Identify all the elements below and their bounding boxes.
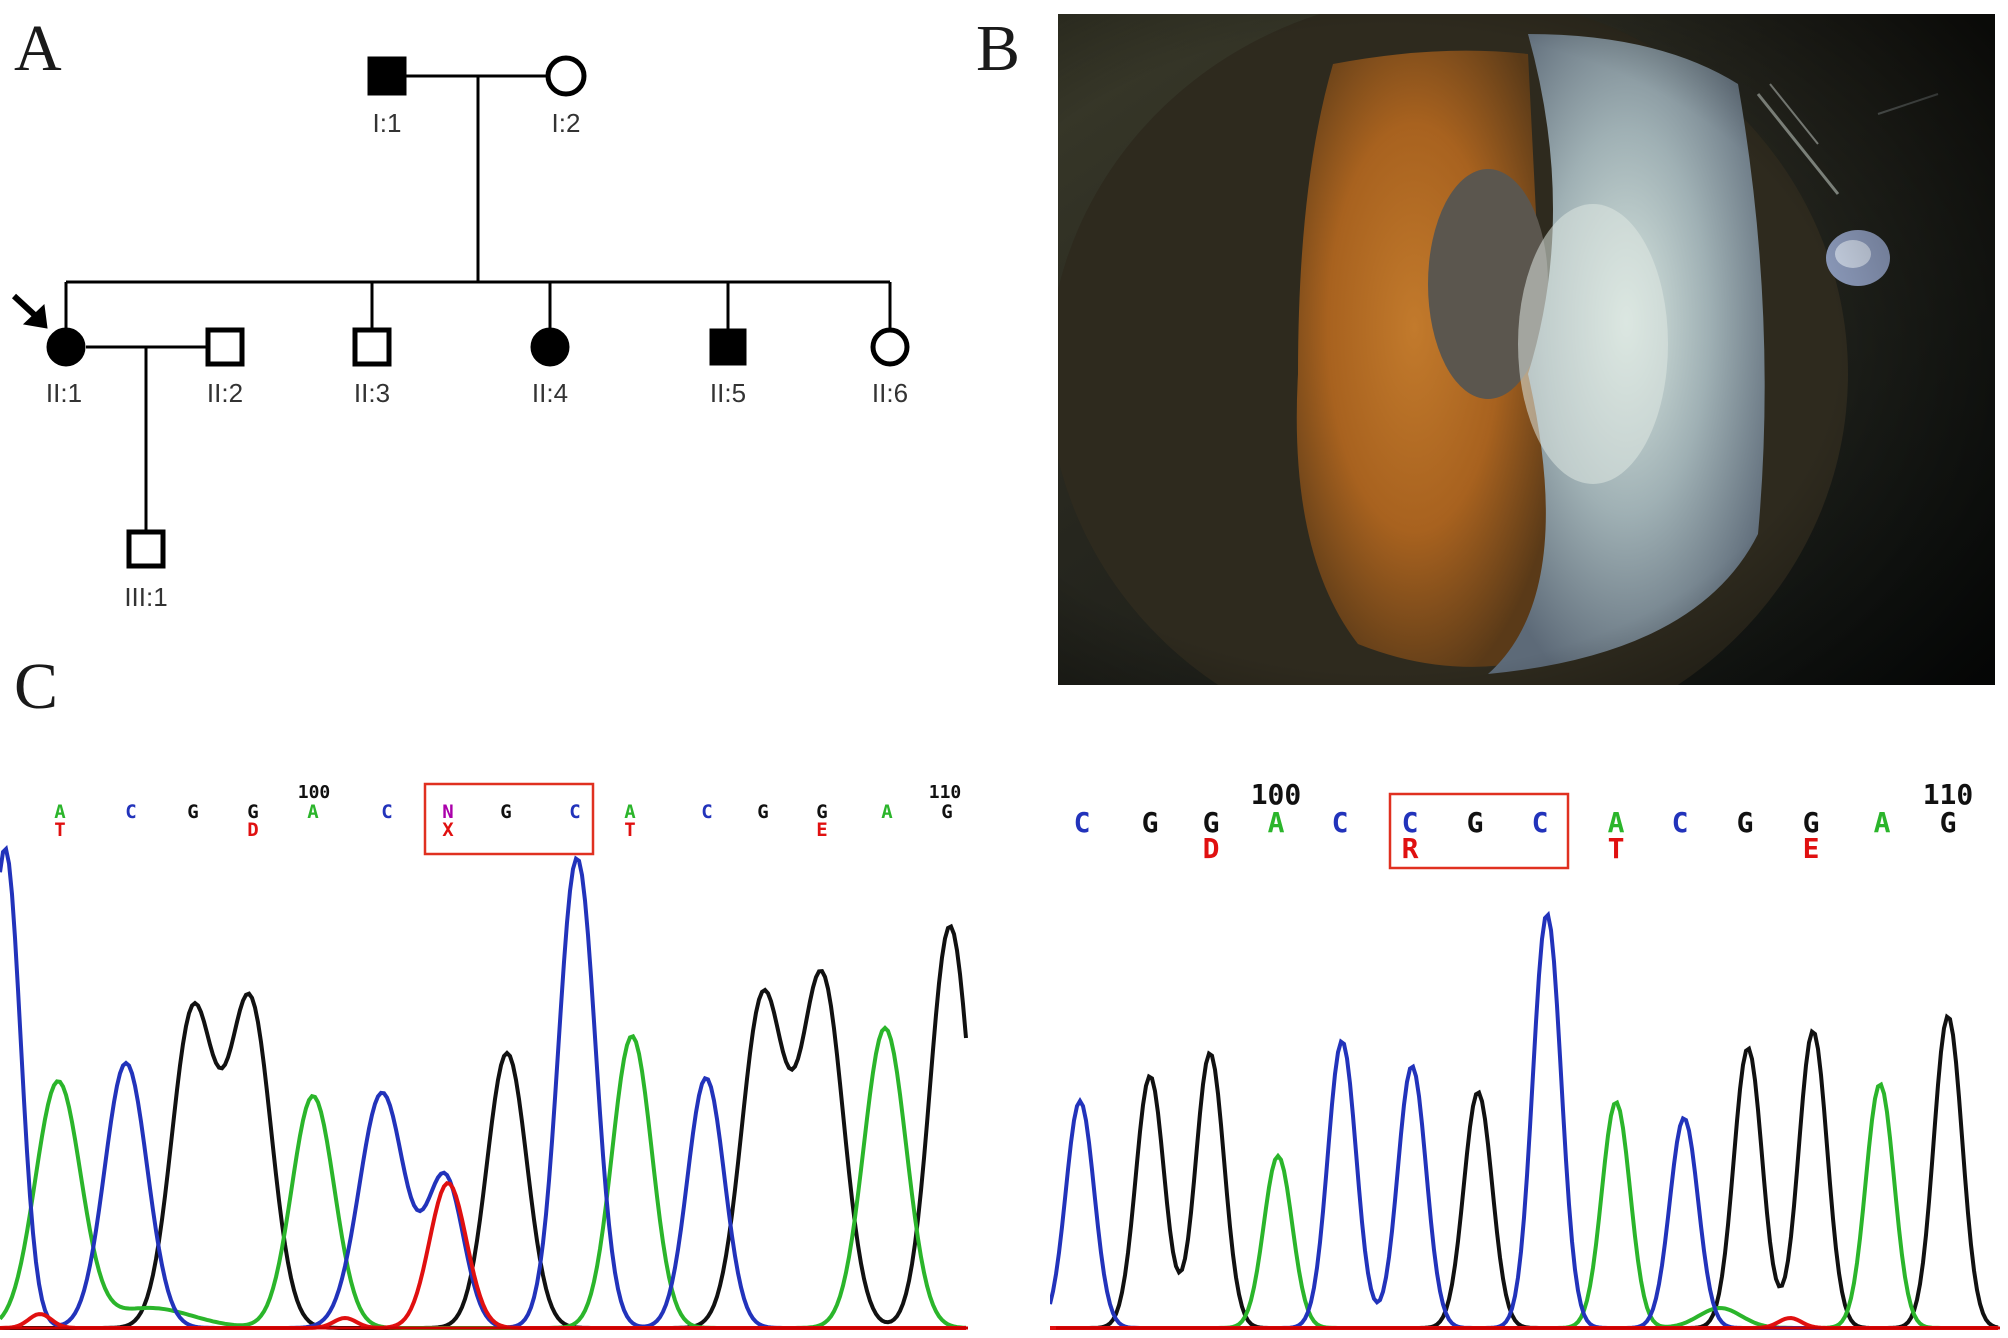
left-amino-0: T bbox=[54, 819, 65, 841]
left-base-1: C bbox=[125, 801, 136, 823]
label-ii6: II:6 bbox=[872, 378, 908, 408]
left-base-2: G bbox=[187, 801, 198, 823]
left-position-110: 110 bbox=[929, 782, 962, 803]
right-amino-2: D bbox=[1203, 832, 1220, 865]
right-amino-11: E bbox=[1803, 832, 1820, 865]
right-base-2: G bbox=[1203, 806, 1220, 839]
left-trace-A bbox=[0, 1025, 967, 1330]
left-base-11: G bbox=[757, 801, 768, 823]
left-base-14: G bbox=[941, 801, 952, 823]
panel-label-b: B bbox=[976, 12, 1021, 85]
right-base-10: G bbox=[1737, 806, 1754, 839]
right-base-0: C bbox=[1074, 806, 1091, 839]
pedigree-labels: I:1 I:2 II:1 II:2 II:3 II:4 II:5 II:6 II… bbox=[46, 108, 908, 612]
individual-ii1 bbox=[46, 327, 86, 367]
mutation-highlight-left bbox=[423, 782, 595, 856]
panel-label-a: A bbox=[14, 12, 62, 85]
right-base-4: C bbox=[1332, 806, 1349, 839]
left-amino-9: T bbox=[624, 819, 635, 841]
label-ii2: II:2 bbox=[207, 378, 243, 408]
right-amino-5: R bbox=[1402, 832, 1419, 865]
left-position-100: 100 bbox=[298, 782, 331, 803]
individual-ii4 bbox=[530, 327, 570, 367]
left-base-13: A bbox=[881, 801, 893, 823]
pedigree-lines bbox=[64, 74, 892, 532]
left-amino-12: E bbox=[816, 819, 827, 841]
left-base-0: A bbox=[54, 801, 66, 823]
right-base-11: G bbox=[1803, 806, 1820, 839]
panel-label-c: C bbox=[14, 650, 59, 723]
left-base-7: G bbox=[500, 801, 511, 823]
individual-ii3 bbox=[352, 327, 392, 367]
pedigree-symbols bbox=[11, 55, 910, 569]
left-base-5: C bbox=[381, 801, 392, 823]
left-base-6: N bbox=[442, 801, 453, 823]
right-base-12: A bbox=[1874, 806, 1891, 839]
left-base-9: A bbox=[624, 801, 636, 823]
pedigree-chart: I:1 I:2 II:1 II:2 II:3 II:4 II:5 II:6 II… bbox=[11, 55, 910, 612]
individual-i1 bbox=[367, 56, 407, 96]
label-ii1: II:1 bbox=[46, 378, 82, 408]
left-amino-6: X bbox=[442, 819, 454, 841]
individual-iii1 bbox=[126, 529, 166, 569]
individual-ii6 bbox=[870, 327, 910, 367]
left-base-10: C bbox=[701, 801, 712, 823]
label-ii3: II:3 bbox=[354, 378, 390, 408]
label-ii4: II:4 bbox=[532, 378, 568, 408]
left-amino-3: D bbox=[247, 819, 258, 841]
proband-arrow-icon bbox=[11, 293, 48, 329]
individual-ii5 bbox=[709, 328, 747, 366]
left-base-4: A bbox=[307, 801, 319, 823]
right-position-100: 100 bbox=[1251, 778, 1302, 811]
left-base-12: G bbox=[816, 801, 827, 823]
left-trace-G bbox=[0, 923, 968, 1330]
right-base-7: C bbox=[1532, 806, 1549, 839]
right-base-1: G bbox=[1142, 806, 1159, 839]
mutation-highlight-right bbox=[1388, 792, 1570, 870]
right-base-13: G bbox=[1940, 806, 1957, 839]
right-amino-8: T bbox=[1608, 832, 1625, 865]
left-base-8: C bbox=[569, 801, 580, 823]
right-base-9: C bbox=[1672, 806, 1689, 839]
label-iii1: III:1 bbox=[124, 582, 167, 612]
label-ii5: II:5 bbox=[710, 378, 746, 408]
label-i1: I:1 bbox=[373, 108, 402, 138]
individual-ii2 bbox=[205, 327, 245, 367]
right-base-3: A bbox=[1268, 806, 1285, 839]
right-position-110: 110 bbox=[1923, 778, 1974, 811]
right-base-5: C bbox=[1402, 806, 1419, 839]
right-base-8: A bbox=[1608, 806, 1625, 839]
slit-lamp-photo bbox=[1058, 14, 1995, 685]
right-base-6: G bbox=[1467, 806, 1484, 839]
left-base-3: G bbox=[247, 801, 258, 823]
left-trace-C bbox=[0, 844, 966, 1330]
label-i2: I:2 bbox=[552, 108, 581, 138]
individual-i2 bbox=[545, 55, 587, 97]
